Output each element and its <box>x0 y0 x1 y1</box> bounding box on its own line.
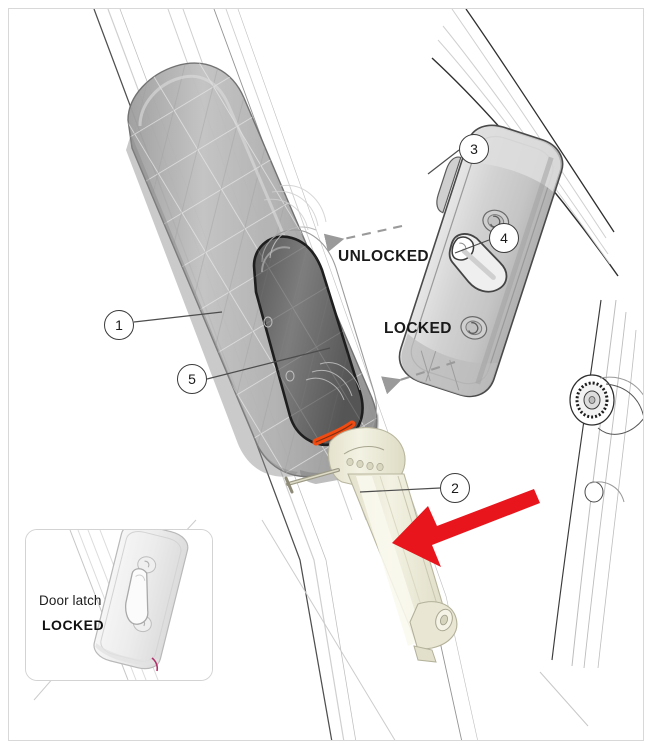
leader-1 <box>133 311 223 323</box>
callout-2[interactable]: 2 <box>440 473 470 503</box>
handle-screw-lower <box>460 316 488 340</box>
callout-4[interactable]: 4 <box>489 223 519 253</box>
dashed-arrow-unlocked <box>323 224 403 253</box>
leader-4 <box>454 239 490 254</box>
label-locked: LOCKED <box>384 320 452 337</box>
latch-pin <box>284 468 340 494</box>
callout-5[interactable]: 5 <box>177 364 207 394</box>
callout-1[interactable]: 1 <box>104 310 134 340</box>
inset-caption: Door latch <box>39 593 102 608</box>
latch-slider-lever <box>448 233 508 293</box>
action-arrow-red <box>392 489 540 567</box>
callout-3[interactable]: 3 <box>459 134 489 164</box>
leader-3 <box>427 149 460 175</box>
inset-illustration <box>26 530 212 680</box>
inset-panel: Door latch LOCKED <box>25 529 213 681</box>
inset-state-label: LOCKED <box>42 617 105 633</box>
leader-5 <box>206 347 331 380</box>
leader-2 <box>359 487 441 493</box>
latch-rod-end-fitting <box>409 601 458 663</box>
label-unlocked: UNLOCKED <box>338 248 430 265</box>
dashed-arrow-locked <box>381 361 456 395</box>
latch-rod-head <box>327 427 406 489</box>
